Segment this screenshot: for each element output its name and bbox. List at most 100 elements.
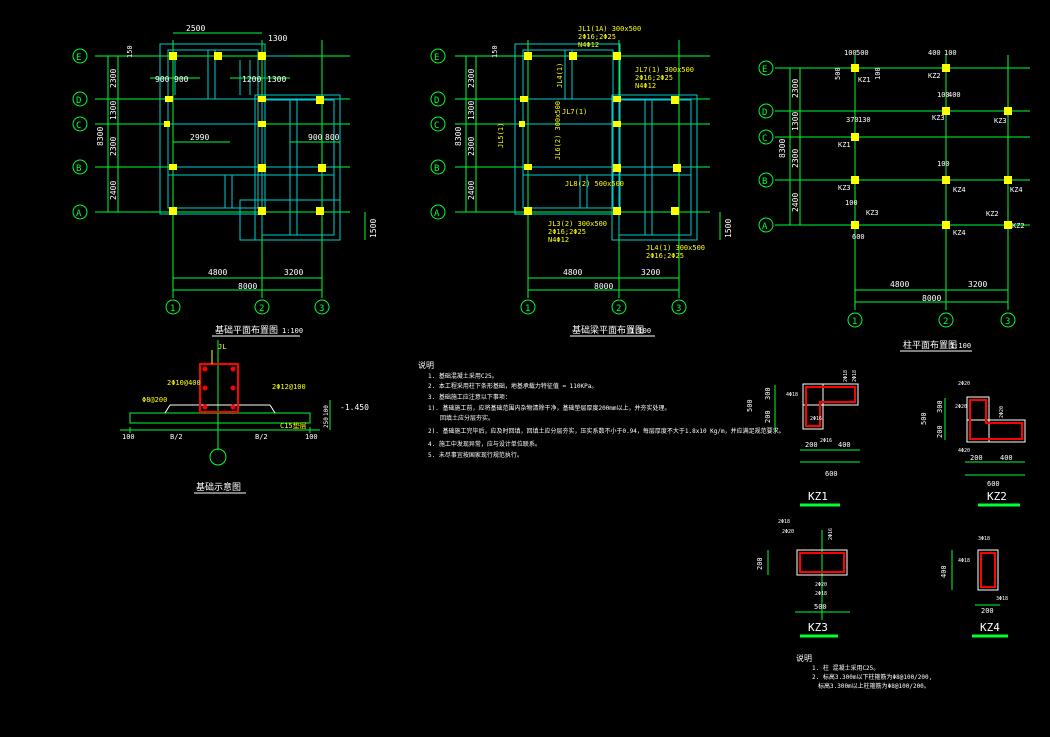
beam-label-6: N4Φ12 (635, 82, 656, 90)
foundation-walls (159, 43, 341, 241)
note-1: 2. 本工程采用柱下条形基础，地基承载力特征值 = 110KPa。 (428, 382, 597, 390)
col-dim-2: 400 (928, 49, 941, 57)
p1-dim-left-0: 2300 (109, 69, 118, 88)
beam-label-13: N4Φ12 (548, 236, 569, 244)
col-dim-9: 130 (858, 116, 871, 124)
kz3-rebar-0: 2Φ18 (778, 519, 790, 525)
p1-dim-top-3: 900 (155, 75, 170, 84)
beam-label-14: JL4(1) 300x500 (646, 244, 705, 252)
kz3-dim-1: 500 (814, 603, 827, 611)
kz1-rebar-4: 2Φ18 (852, 370, 858, 382)
kz2-dim-1: 300 (936, 400, 944, 413)
section-beam-cage (199, 363, 239, 413)
p1-dim-left-1: 1300 (109, 101, 118, 120)
p3-bubble-d: D (762, 108, 767, 118)
p2-dim-right-0: 1500 (724, 219, 733, 238)
p3-dim-left-3: 2400 (791, 193, 800, 212)
p3-title: 柱平面布置图 (903, 339, 957, 351)
kz-label-10: KZ4 (953, 229, 966, 237)
p1-dim-top-5: 1200 (242, 75, 261, 84)
p1-dim-top-1: 1300 (268, 34, 287, 43)
notes2-0: 1. 柱 混凝土采用C25。 (812, 664, 879, 672)
notes2-1: 2. 标高3.300m以下柱箍筋为Φ8@100/200, (812, 673, 932, 681)
beam-label-4: JL7(1) 300x500 (635, 66, 694, 74)
kz-label-3: KZ3 (994, 117, 1007, 125)
kz-label-7: KZ4 (1010, 186, 1023, 194)
beam-label-5: 2Φ16;2Φ25 (635, 74, 673, 82)
beam-label-15: 2Φ16;2Φ25 (646, 252, 684, 260)
beam-label-2: N4Φ12 (578, 41, 599, 49)
foundation-plan: 2500 1300 150 900 900 1200 1300 2990 900… (72, 24, 378, 337)
p1-dim-top-0: 2500 (186, 24, 205, 33)
p2-bubble-c: C (434, 121, 439, 131)
col-dim-8: 370 (846, 116, 859, 124)
kz2-dim-4: 400 (1000, 454, 1013, 462)
beam-label-9: JL6(2) 300x500 (554, 101, 562, 160)
kz2-rebar-1: 2Φ20 (955, 404, 967, 410)
p1-dim-left-2: 2300 (109, 137, 118, 156)
p3-bubble-c: C (762, 134, 767, 144)
kz1-dim-3: 200 (805, 441, 818, 449)
kz4-rebar-1: 4Φ18 (958, 558, 970, 564)
col-dim-11: 100 (845, 199, 858, 207)
kz2-dim-3: 200 (970, 454, 983, 462)
kz1-dim-5: 600 (825, 470, 838, 478)
p1-grid-bubbles: E D C B A 1 2 3 (72, 48, 330, 315)
note-4: 回填土应分层夯实。 (440, 414, 494, 422)
section-label-4: C15垫层 (280, 421, 307, 430)
col-dim-3: 100 (944, 49, 957, 57)
p2-bubble-1: 1 (525, 304, 530, 314)
note-0: 1. 基础混凝土采用C25。 (428, 372, 498, 380)
beam-labels: JL1(1A) 300x500 2Φ16;2Φ25 N4Φ12 JL4(1) J… (497, 25, 705, 260)
p3-bubble-3: 3 (1005, 317, 1010, 327)
p3-dim-left-4: 8300 (778, 139, 787, 158)
column-notes: 说明 1. 柱 混凝土采用C25。 2. 标高3.300m以下柱箍筋为Φ8@10… (796, 653, 932, 690)
p1-dim-top-2: 150 (126, 45, 134, 58)
section-label-0: JL (218, 343, 226, 351)
kz3-dim-0: 200 (756, 557, 764, 570)
p3-bubble-1: 1 (852, 317, 857, 327)
kz1-title: KZ1 (808, 490, 828, 503)
kz2-dim-0: 500 (920, 412, 928, 425)
kz-label-11: KZ2 (1012, 222, 1025, 230)
beam-label-7: JL7(1) (562, 108, 587, 116)
kz2-title: KZ2 (987, 490, 1007, 503)
kz4-dim-0: 400 (940, 565, 948, 578)
p2-scale: 1:100 (630, 327, 651, 335)
p1-bubble-2: 2 (259, 304, 264, 314)
notes2-heading: 说明 (796, 653, 812, 663)
kz-label-4: KZ1 (838, 141, 851, 149)
beam-label-11: JL3(2) 300x500 (548, 220, 607, 228)
col-dim-1: 500 (856, 49, 869, 57)
section-label-11: 250 (323, 417, 330, 428)
section-label-3: Φ8@200 (142, 396, 167, 404)
beam-label-0: JL1(1A) 300x500 (578, 25, 641, 33)
p1-bubble-1: 1 (170, 304, 175, 314)
note-6: 4. 施工中发现异常，应与设计单位联系。 (428, 440, 541, 448)
p1-dim-bottom-0: 4800 (208, 268, 227, 277)
p1-bubble-3: 3 (319, 304, 324, 314)
col-dim-4: 500 (834, 67, 842, 80)
p3-dim-bottom-2: 8000 (922, 294, 941, 303)
kz2-rebar-0: 2Φ20 (958, 381, 970, 387)
beam-label-10: JL8(2) 500x500 (565, 180, 624, 188)
kz4-dim-1: 200 (981, 607, 994, 615)
kz3-rebar-4: 2Φ18 (815, 591, 827, 597)
note-2: 3. 基础施工应注意以下事项： (428, 393, 511, 401)
kz4-detail: 400 200 3Φ18 4Φ18 3Φ18 KZ4 (940, 536, 1008, 638)
p1-bubble-d: D (76, 96, 81, 106)
foundation-section: JL 2Φ10@400 2Φ12@100 Φ8@200 C15垫层 -1.450… (120, 340, 369, 494)
beam-label-12: 2Φ16;2Φ25 (548, 228, 586, 236)
p1-dim-right-0: 1500 (369, 219, 378, 238)
kz3-detail: 200 500 2Φ18 2Φ20 2Φ16 2Φ20 2Φ18 KZ3 (756, 519, 850, 638)
p3-dim-bottom-0: 4800 (890, 280, 909, 289)
kz2-detail: 500 300 200 200 400 600 2Φ20 2Φ20 4Φ20 2… (920, 381, 1026, 507)
p2-bubble-d: D (434, 96, 439, 106)
note-5: 2). 基础施工完毕后，应及时回填，回填土应分层夯实，压实系数不小于0.94，每… (428, 427, 785, 435)
p2-bubble-2: 2 (616, 304, 621, 314)
section-label-9: 100 (305, 433, 318, 441)
section-label-5: -1.450 (340, 403, 369, 412)
kz2-dim-5: 600 (987, 480, 1000, 488)
col-dim-5: 100 (874, 67, 882, 80)
